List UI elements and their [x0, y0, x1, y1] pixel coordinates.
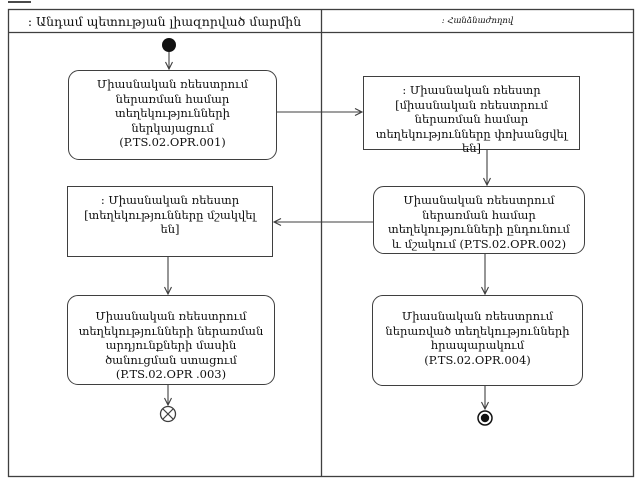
- object-node-register-processed: : Միասնական ռեեստր [տեղեկությունները մշա…: [67, 186, 273, 257]
- action-node-opr003: Միասնական ռեեստրում տեղեկությունների ներ…: [67, 295, 275, 385]
- flow-final-node-icon: [159, 405, 177, 423]
- lane-title: : Անդամ պետության լիազորված մարմին: [27, 13, 302, 29]
- lane-title: : Հանձնաժողով: [441, 16, 514, 26]
- lane-header-member-state-body: : Անդամ պետության լիազորված մարմին: [8, 10, 321, 32]
- action-node-opr001: Միասնական ռեեստրում ներառման համար տեղեկ…: [68, 70, 277, 160]
- action-node-opr004: Միասնական ռեեստրում ներառված տեղեկությու…: [372, 295, 583, 386]
- action-node-opr002: Միասնական ռեեստրում ներառման համար տեղեկ…: [373, 186, 585, 254]
- activity-final-node-icon: [477, 410, 493, 426]
- object-node-register-transferred: : Միասնական ռեեստր [միասնական ռեեստրում …: [363, 76, 580, 155]
- lane-header-commission: : Հանձնաժողով: [321, 10, 634, 32]
- initial-node-icon: [162, 38, 176, 52]
